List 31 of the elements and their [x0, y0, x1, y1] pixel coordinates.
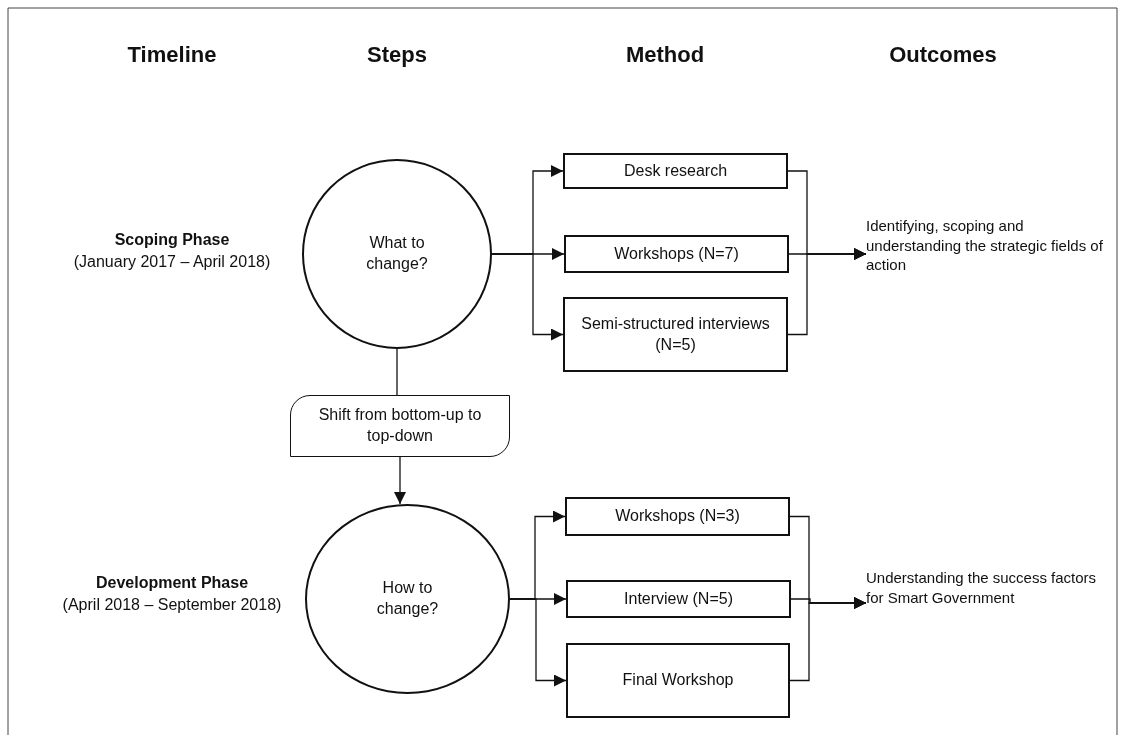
node-label: Final Workshop [622, 670, 734, 691]
method-box [566, 643, 790, 718]
method-box [563, 297, 788, 372]
node-label: Workshops (N=3) [615, 506, 740, 527]
node-label: Desk research [623, 160, 728, 181]
node-label: Semi-structured interviews (N=5) [580, 313, 771, 355]
column-heading: Outcomes [888, 42, 998, 68]
node-label: Shift from bottom-up to top-down [317, 405, 483, 446]
node-label: How to change? [375, 578, 440, 619]
method-box [563, 153, 788, 189]
column-heading: Timeline [126, 42, 218, 68]
column-heading: Steps [366, 42, 428, 68]
transition-callout [290, 395, 510, 457]
column-heading: Method [624, 42, 706, 68]
connector-arrow [394, 456, 406, 505]
node-label: What to change? [365, 233, 429, 274]
connector-arrow [787, 248, 867, 336]
phase-dates: (January 2017 – April 2018) [72, 253, 272, 271]
phase-dates: (April 2018 – September 2018) [61, 596, 283, 614]
connector-arrow [509, 598, 567, 687]
node-label: Interview (N=5) [624, 588, 733, 609]
phase-name: Development Phase [94, 574, 250, 592]
method-box [566, 580, 791, 618]
outcome-text: Understanding the success factors for Smart Government [866, 568, 1098, 607]
outcome-text: Identifying, scoping and understanding the strategic fields of action [866, 216, 1104, 275]
connector-arrow [789, 597, 867, 682]
method-box [564, 235, 789, 273]
node-label: Workshops (N=7) [614, 243, 739, 264]
phase-name: Scoping Phase [113, 231, 231, 249]
connector-arrow [491, 253, 564, 341]
method-box [565, 497, 790, 536]
